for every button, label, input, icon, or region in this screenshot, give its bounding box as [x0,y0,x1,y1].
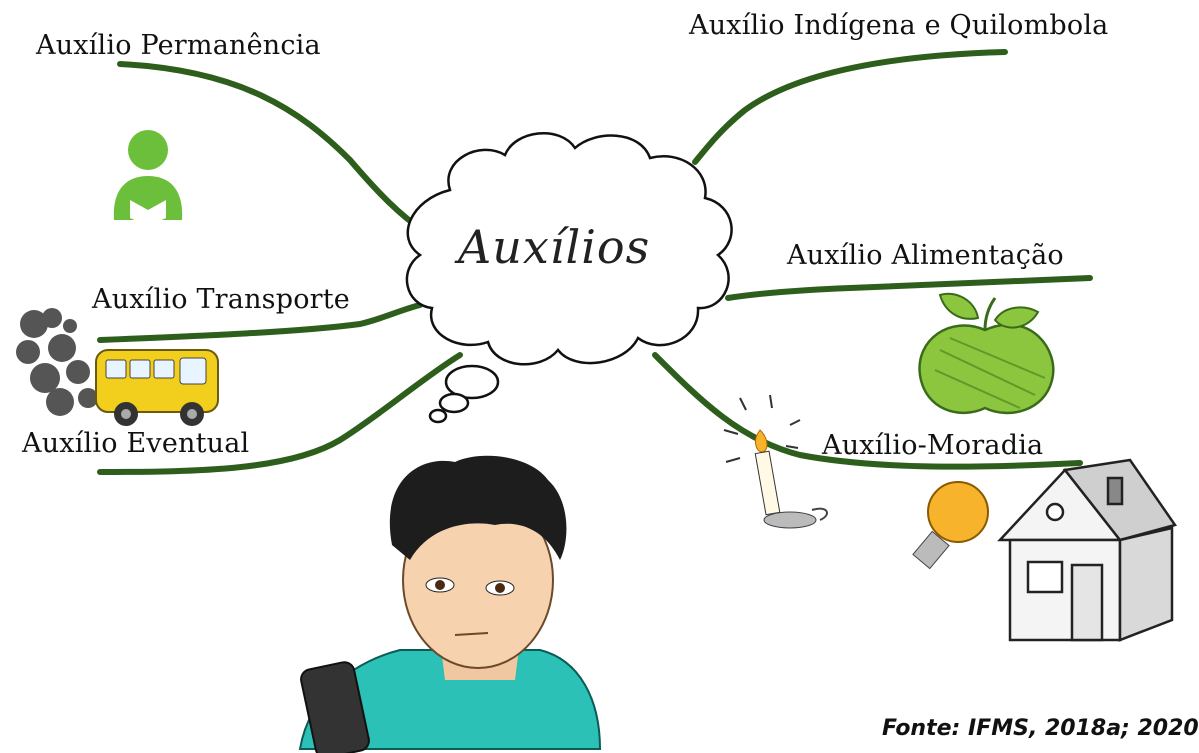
branch-moradia [652,352,1083,470]
bus-icon [95,349,219,426]
mind-map-canvas [16,49,1178,753]
branch-alimentacao [725,275,1093,301]
label-auxilio-indigena-quilombola: Auxílio Indígena e Quilombola [689,10,1109,41]
mind-map: Auxílios Auxílio Permanência Auxílio Ind… [16,10,1199,753]
label-auxilio-permanencia: Auxílio Permanência [36,30,321,61]
thought-cloud [405,132,733,424]
student-character [298,455,602,753]
branch-transporte [97,302,423,343]
label-auxilio-alimentacao: Auxílio Alimentação [787,240,1064,271]
center-title: Auxílios [458,220,651,274]
smoke-icon [16,308,98,416]
label-auxilio-moradia: Auxílio-Moradia [822,430,1044,461]
candle-icon [723,394,828,529]
label-auxilio-transporte: Auxílio Transporte [92,284,350,315]
branch-permanencia [117,61,428,235]
source-note: Fonte: IFMS, 2018a; 2020 [882,716,1199,741]
reader-icon [113,130,183,226]
house-icon [997,458,1178,642]
bulb-icon [912,481,989,570]
label-auxilio-eventual: Auxílio Eventual [22,428,250,459]
apple-icon [918,292,1055,415]
branch-indigena [692,49,1008,165]
branch-eventual [97,352,463,475]
